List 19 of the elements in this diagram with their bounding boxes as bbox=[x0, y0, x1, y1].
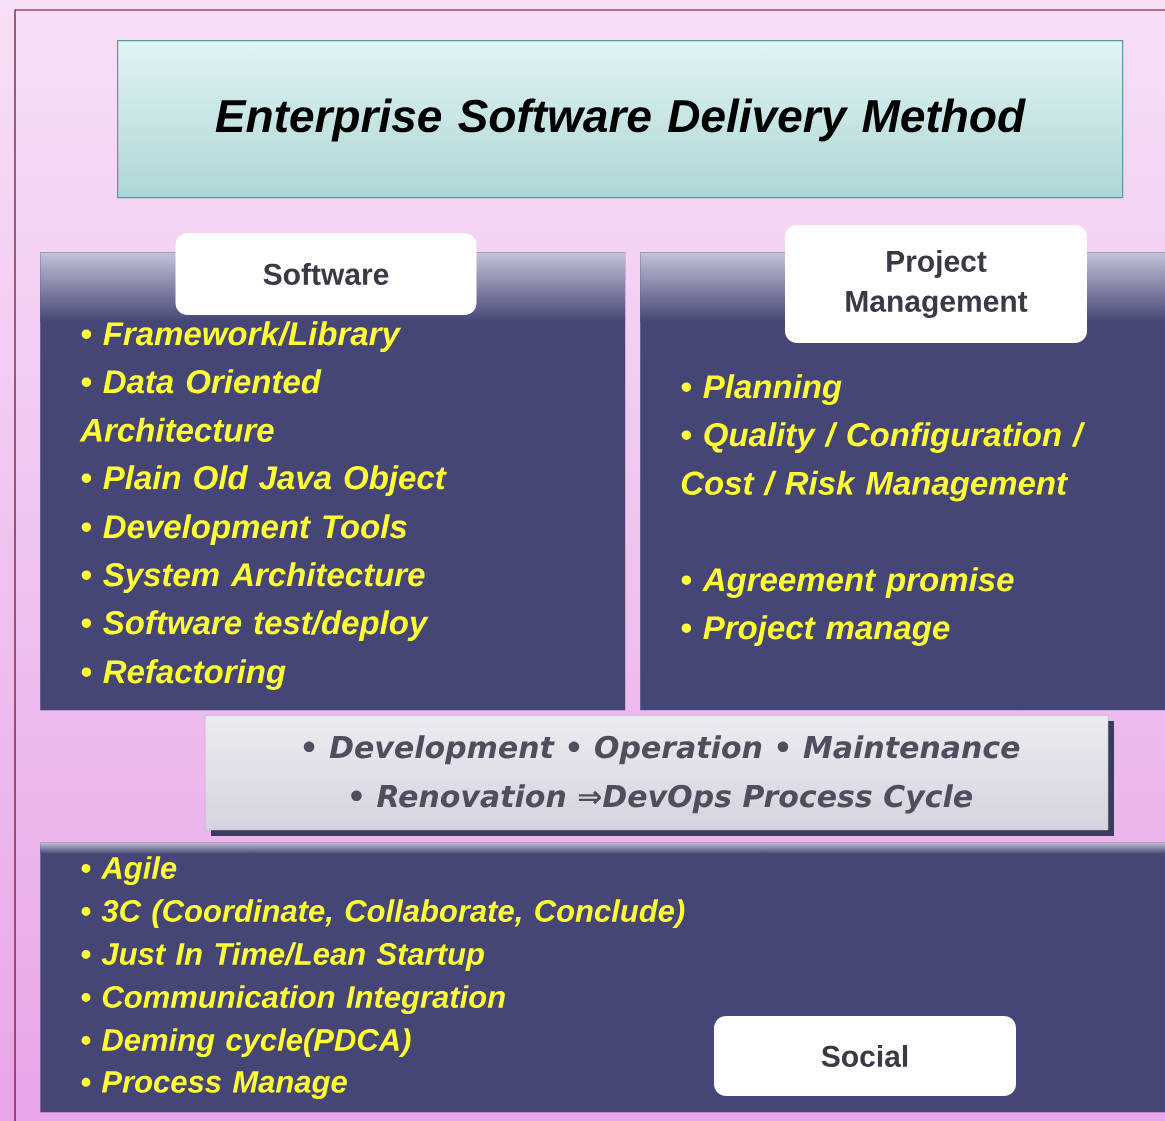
title-box: Enterprise Software Delivery Method bbox=[117, 40, 1124, 199]
bullet-item: • Communication Integration bbox=[81, 985, 505, 1015]
bullet-item: • Software test/deploy bbox=[81, 610, 429, 641]
bullet-item: • Refactoring bbox=[81, 659, 286, 690]
bullet-item: • Plain Old Java Object bbox=[81, 465, 447, 496]
bullet-item: • Data Oriented Architecture bbox=[79, 369, 322, 442]
bullet-item: • 3C (Coordinate, Collaborate, Conclude) bbox=[81, 899, 685, 929]
bullet-item: • Process Manage bbox=[81, 1071, 347, 1099]
banner-box: • Development • Operation • Maintenance • Renovation ⇒DevOps Process Cycle bbox=[205, 714, 1114, 836]
bullet-item: • Deming cycle(PDCA) bbox=[81, 1028, 411, 1058]
bullet-item: • Agile bbox=[81, 856, 177, 886]
bullet-item: • Planning bbox=[681, 374, 842, 405]
bullet-item: • Development Tools bbox=[81, 514, 407, 545]
bullet-item: • System Architecture bbox=[81, 562, 425, 593]
bullet-item: • Quality / Configuration / Cost / Risk Management bbox=[681, 422, 1086, 502]
bullet-item: • Project manage bbox=[681, 615, 950, 646]
bullet-item: • Agreement promise bbox=[681, 567, 1014, 598]
bullet-item: • Framework/Library bbox=[81, 321, 402, 352]
bullet-item: • Just In Time/Lean Startup bbox=[81, 942, 484, 972]
